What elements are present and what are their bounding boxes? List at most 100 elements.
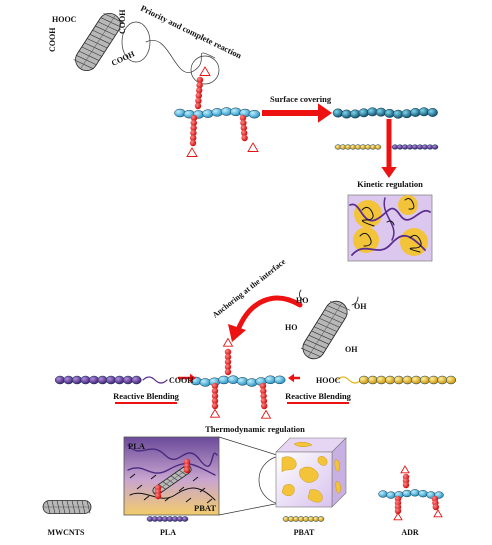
pbat-bead <box>419 375 430 385</box>
legend-adr-bead <box>418 490 428 498</box>
pbat-bead <box>376 375 387 385</box>
pbat-bead <box>358 375 370 385</box>
pbat-bead <box>402 375 413 385</box>
cnt-tangle <box>359 232 372 247</box>
pbat-phase-blob <box>334 459 340 472</box>
arrow-kinetic-head <box>381 167 397 178</box>
legend-adr-label: ADR <box>401 528 419 537</box>
adr-red-bead <box>211 392 219 400</box>
pbat-phase-blob <box>317 456 328 466</box>
cnt-tangle <box>409 234 422 253</box>
arrow-left-in-head <box>190 373 196 383</box>
pbat-phase-blob <box>299 466 319 483</box>
inset-segment <box>206 498 213 504</box>
adr-red-bead <box>240 124 247 132</box>
highlight-circle-epoxide <box>190 55 220 85</box>
adr-red-bead <box>241 129 248 137</box>
ho-label: OH <box>354 302 367 311</box>
inset-segment <box>164 496 171 502</box>
pla-bead <box>80 375 91 385</box>
pla-chain-purple <box>383 197 395 241</box>
inset-pbat-chain <box>129 487 216 501</box>
zoom-line <box>218 502 281 516</box>
pbat-droplet <box>354 200 382 228</box>
covered-cnt-bead <box>349 109 361 119</box>
adr-red-bead <box>259 382 267 390</box>
epoxide-triangle <box>260 409 272 419</box>
adr-red-bead <box>240 119 247 127</box>
epoxide-triangle <box>199 66 211 76</box>
legend-pla-label: PLA <box>160 528 176 537</box>
pla-bead <box>71 375 83 385</box>
mwcnt-top <box>73 12 124 72</box>
pbat-small-bead <box>374 144 382 150</box>
kinetic-regulation-label: Kinetic regulation <box>357 179 423 189</box>
adr-red-bead <box>394 507 402 515</box>
inset-segment <box>143 495 150 501</box>
adr-red-bead <box>211 402 219 410</box>
adr-red-bead <box>196 76 204 84</box>
legend-mwcnts-label: MWCNTS <box>48 528 85 537</box>
legend-adr-bead <box>410 489 420 497</box>
epoxide-triangle <box>400 465 410 474</box>
pbat-bead <box>393 375 404 385</box>
pbat-phase-blob <box>307 489 323 503</box>
nanotube-axis <box>80 15 116 69</box>
adr-red-bead <box>241 134 248 142</box>
inset-pla-chain <box>127 463 216 476</box>
arrow-anchoring-curve <box>235 295 303 333</box>
adr-red-bead <box>196 87 203 94</box>
pbat-phase-blob <box>281 484 295 496</box>
adr-red-bead <box>189 139 197 147</box>
epoxide-triangle <box>247 142 259 152</box>
pla-bead <box>54 375 66 385</box>
arrow-anchoring-head <box>228 324 246 342</box>
reactive-blending-left: Reactive Blending <box>113 391 180 401</box>
pla-chain-purple <box>349 203 431 222</box>
pbat-tail <box>336 376 362 384</box>
highlight-circle-cooh <box>121 21 151 63</box>
adr-red-bead <box>195 92 202 99</box>
ho-label: HO <box>285 323 297 332</box>
legend-adr-bead <box>402 489 412 498</box>
inset-segment <box>185 497 192 503</box>
pbat-hooc-label: HOOC <box>316 376 341 385</box>
adr-red-bead <box>190 124 197 132</box>
nanotube-axis <box>307 302 343 358</box>
pla-bead <box>131 375 142 385</box>
legend-pbat-label: PBAT <box>294 528 315 537</box>
arrow-right-in-head <box>288 373 294 383</box>
pbat-phase-blob <box>293 441 313 447</box>
pbat-bead <box>428 375 439 385</box>
epoxide-triangle <box>209 408 221 418</box>
adr-red-bead <box>196 82 203 89</box>
adr-red-bead <box>224 353 232 361</box>
pla-bead <box>105 375 117 385</box>
priority-label: Priority and complete reaction <box>139 3 243 61</box>
cooh-label: COOH <box>48 27 57 52</box>
pla-bead <box>122 375 134 385</box>
pbat-droplet <box>400 228 428 256</box>
adr-red-bead <box>190 114 198 122</box>
adr-red-bead <box>260 397 268 405</box>
inset-pla-chain <box>127 444 218 467</box>
covered-cnt-bead <box>427 108 438 117</box>
epoxide-triangle <box>393 512 403 521</box>
cnt-tangle <box>361 206 375 227</box>
pbat-bead <box>437 375 448 385</box>
adr-red-bead <box>261 402 268 410</box>
pbat-droplet <box>353 227 379 253</box>
reaction-connector <box>145 39 216 73</box>
cnt-tangle <box>386 220 395 226</box>
epoxide-triangle <box>433 509 443 518</box>
inset-segment <box>192 476 199 482</box>
adr-red-bead <box>190 119 197 127</box>
pla-tail <box>142 376 168 384</box>
covered-cnt-bead <box>375 107 387 117</box>
cooh-label: COOH <box>118 9 127 34</box>
pla-cooh-label: COOH <box>169 376 194 385</box>
oh-linker <box>351 296 359 306</box>
legend-pbat-bead <box>317 516 325 522</box>
